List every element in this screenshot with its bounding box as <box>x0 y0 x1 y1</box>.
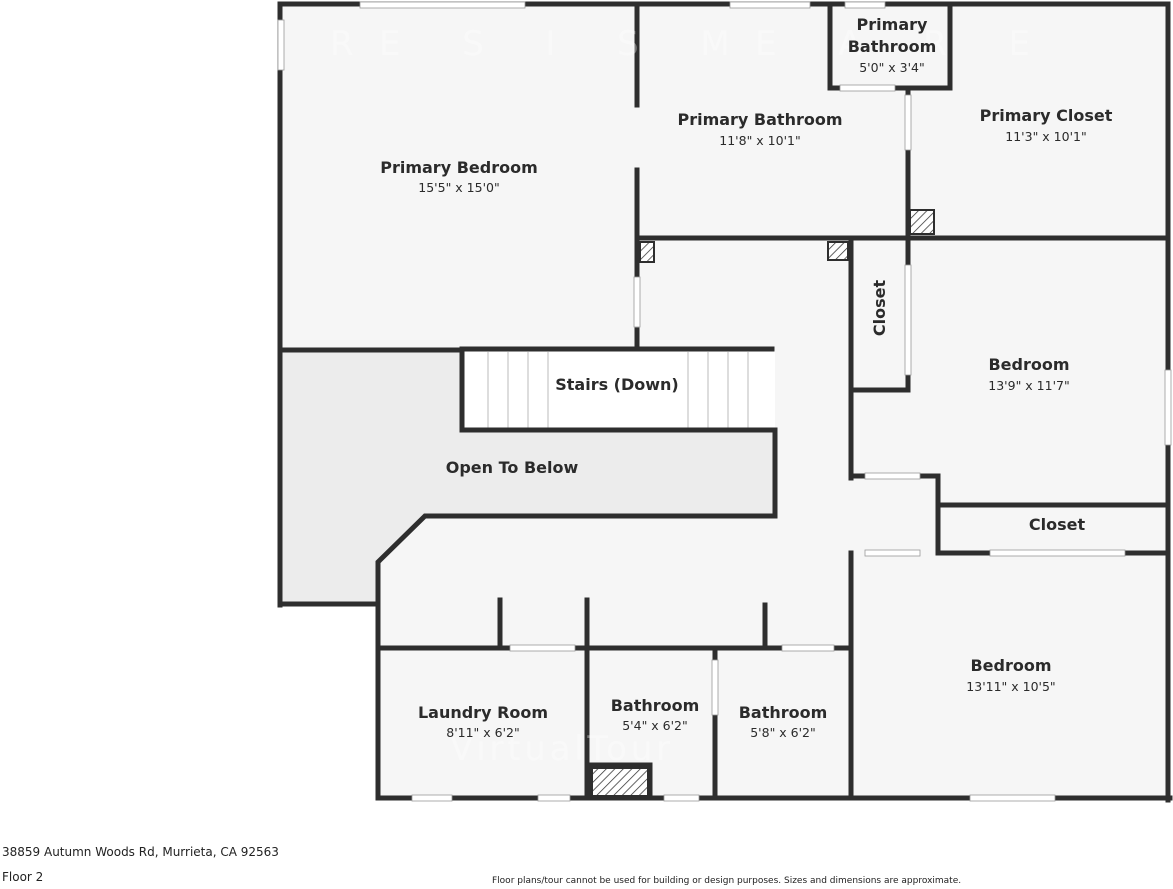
walls <box>277 1 1173 803</box>
bathroom-left-dim: 5'4" x 6'2" <box>622 718 688 733</box>
property-address: 38859 Autumn Woods Rd, Murrieta, CA 9256… <box>2 845 279 859</box>
bathroom-left-name: Bathroom <box>611 696 700 715</box>
stairs <box>464 352 772 430</box>
primary-closet-name: Primary Closet <box>980 106 1113 125</box>
primary-closet-dim: 11'3" x 10'1" <box>1005 129 1086 144</box>
floor-label: Floor 2 <box>2 870 44 884</box>
bedroom-upper-dim: 13'9" x 11'7" <box>988 378 1069 393</box>
primary-bathroom-small-name-1: Primary <box>857 15 928 34</box>
primary-bathroom-name: Primary Bathroom <box>677 110 842 129</box>
disclaimer: Floor plans/tour cannot be used for buil… <box>492 876 962 886</box>
laundry-name: Laundry Room <box>418 703 548 722</box>
primary-bathroom-small-name-2: Bathroom <box>848 37 937 56</box>
bedroom-upper-name: Bedroom <box>988 355 1069 374</box>
primary-bedroom-dim: 15'5" x 15'0" <box>418 180 499 195</box>
bathroom-right-name: Bathroom <box>739 703 828 722</box>
floor-fill <box>282 5 1170 800</box>
bathroom-right-dim: 5'8" x 6'2" <box>750 725 816 740</box>
bedroom-lower-dim: 13'11" x 10'5" <box>966 679 1055 694</box>
open-to-below-name: Open To Below <box>446 458 579 477</box>
closet-small-name: Closet <box>1029 515 1086 534</box>
floor-plan: RE S I S ME A R E VirtualTour Primary Be… <box>277 1 1173 803</box>
hatched-blocks <box>591 209 935 797</box>
stairs-name: Stairs (Down) <box>555 375 679 394</box>
closet-vertical-name: Closet <box>870 280 889 337</box>
open-to-below-area <box>282 350 775 603</box>
primary-bedroom-name: Primary Bedroom <box>380 158 538 177</box>
bedroom-lower-name: Bedroom <box>970 656 1051 675</box>
laundry-dim: 8'11" x 6'2" <box>446 725 519 740</box>
primary-bathroom-small-dim: 5'0" x 3'4" <box>859 60 925 75</box>
primary-bathroom-dim: 11'8" x 10'1" <box>719 133 800 148</box>
windows <box>277 1 1172 802</box>
